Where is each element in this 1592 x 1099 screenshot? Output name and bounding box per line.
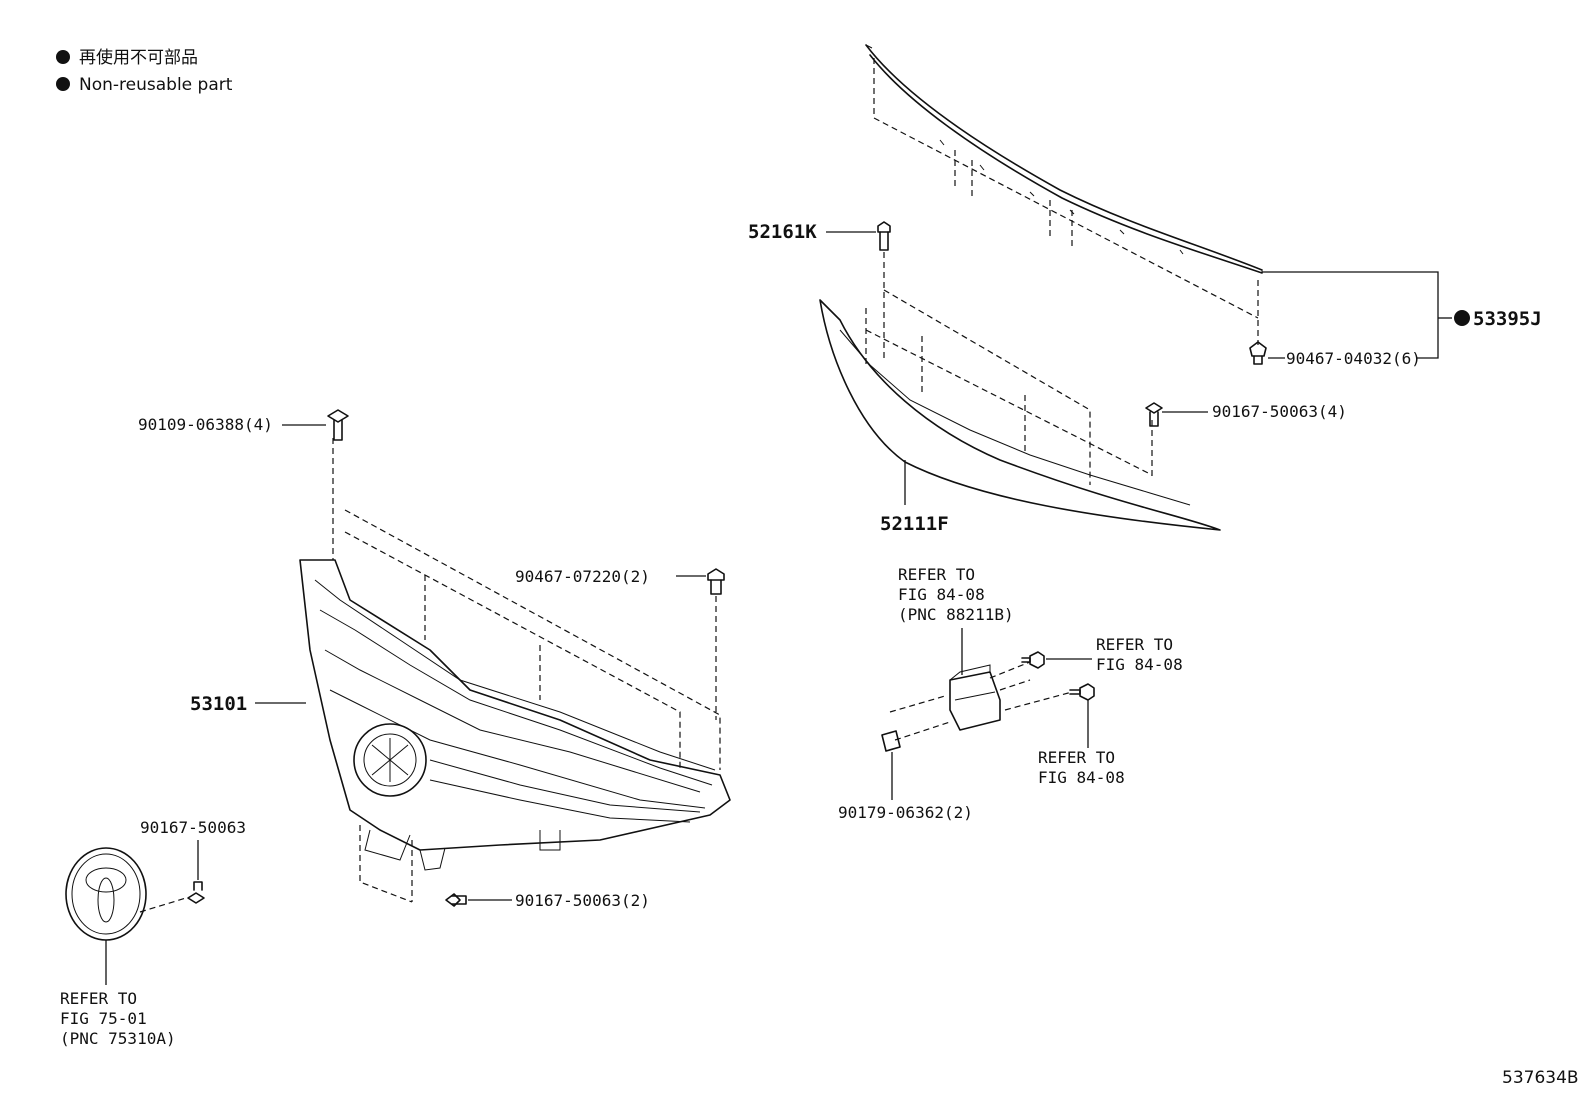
legend: 再使用不可部品 Non-reusable part — [56, 47, 233, 95]
bolt-sensor-b — [1069, 683, 1095, 748]
screw-90167-50063-2 — [445, 893, 512, 907]
diagram-id: 537634B — [1502, 1068, 1579, 1088]
legend-text-en: Non-reusable part — [79, 75, 233, 95]
radiator-grille-53101 — [299, 559, 731, 871]
clip-90467-04032 — [1249, 341, 1267, 365]
svg-text:FIG 84-08: FIG 84-08 — [1038, 768, 1125, 787]
label-90167-50063: 90167-50063 — [140, 818, 246, 837]
non-reusable-marker-icon — [56, 77, 70, 91]
grille-dashes — [332, 438, 721, 903]
ref-bolt-b: REFER TO FIG 84-08 — [1038, 748, 1125, 787]
legend-text-ja: 再使用不可部品 — [79, 47, 198, 68]
screw-90167-50063 — [187, 840, 205, 904]
svg-text:FIG 84-08: FIG 84-08 — [1096, 655, 1183, 674]
label-90167-50063-4: 90167-50063(4) — [1212, 402, 1347, 421]
svg-text:REFER TO: REFER TO — [1038, 748, 1115, 767]
label-53395J: 53395J — [1473, 308, 1542, 330]
svg-text:(PNC 88211B): (PNC 88211B) — [898, 605, 1014, 624]
label-90467-07220: 90467-07220(2) — [515, 567, 650, 586]
bracket-53395J — [1262, 271, 1470, 359]
label-53101: 53101 — [190, 693, 247, 715]
ref-emblem: REFER TO FIG 75-01 (PNC 75310A) — [60, 989, 176, 1048]
svg-text:FIG 84-08: FIG 84-08 — [898, 585, 985, 604]
bolt-sensor-a — [1021, 651, 1092, 669]
upper-strip-dashes — [873, 58, 1259, 345]
clip-90467-07220 — [676, 568, 725, 720]
label-52111F: 52111F — [880, 513, 949, 535]
non-reusable-marker-icon — [56, 50, 70, 64]
svg-text:(PNC 75310A): (PNC 75310A) — [60, 1029, 176, 1048]
upper-molding-strip — [865, 44, 1263, 274]
label-90167-50063-2: 90167-50063(2) — [515, 891, 650, 910]
non-reusable-marker-icon — [1454, 310, 1470, 326]
svg-text:FIG 75-01: FIG 75-01 — [60, 1009, 147, 1028]
toyota-emblem-icon — [65, 847, 187, 985]
ref-bolt-a: REFER TO FIG 84-08 — [1096, 635, 1183, 674]
garnish-dashes — [865, 289, 1153, 485]
lower-garnish-52111F — [819, 299, 1221, 531]
svg-text:REFER TO: REFER TO — [898, 565, 975, 584]
radar-sensor-assembly — [881, 628, 1073, 800]
svg-text:REFER TO: REFER TO — [60, 989, 137, 1008]
ref-sensor: REFER TO FIG 84-08 (PNC 88211B) — [898, 565, 1014, 624]
label-90467-04032: 90467-04032(6) — [1286, 349, 1421, 368]
label-90179-06362: 90179-06362(2) — [838, 803, 973, 822]
screw-90167-50063-4 — [1145, 402, 1208, 427]
label-52161K: 52161K — [748, 221, 817, 243]
clip-52161K — [826, 221, 891, 360]
svg-text:REFER TO: REFER TO — [1096, 635, 1173, 654]
bolt-90109-06388 — [282, 409, 349, 441]
label-90109-06388: 90109-06388(4) — [138, 415, 273, 434]
